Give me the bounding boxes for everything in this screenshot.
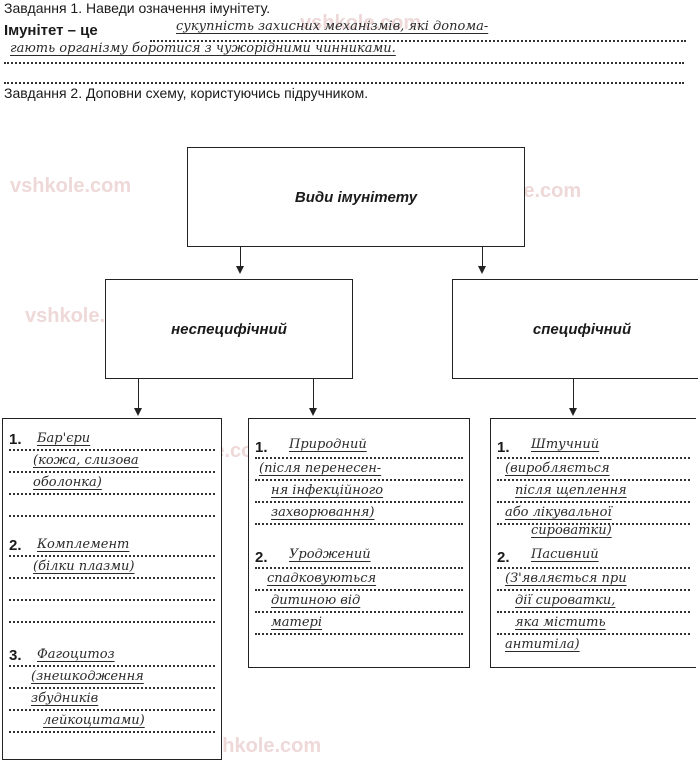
scheme-right-label: специфічний xyxy=(532,320,632,338)
item-number: 1. xyxy=(255,439,268,456)
scheme-left-label: неспецифічний xyxy=(171,320,287,338)
definition-answer-1: сукупність захисних механізмів, які допо… xyxy=(176,19,489,34)
scheme-top-box: Види імунітету xyxy=(187,147,525,247)
list-answer: дії сироватки, xyxy=(515,593,616,608)
scheme-top-label: Види імунітету xyxy=(294,188,418,206)
answer-line-3 xyxy=(4,82,684,84)
dotted-row xyxy=(9,597,215,601)
list-answer: (знешкодження xyxy=(31,669,144,684)
task1-label: Завдання 1. Наведи означення імунітету. xyxy=(4,0,271,16)
dotted-row xyxy=(255,609,463,613)
dotted-row xyxy=(255,499,463,503)
dotted-row xyxy=(497,477,690,481)
dotted-row xyxy=(497,521,690,525)
list-answer: лейкоцитами) xyxy=(43,713,145,728)
item-number: 1. xyxy=(497,439,510,456)
arrow-down-icon xyxy=(478,266,486,274)
list-answer: Бар'єри xyxy=(37,431,91,446)
arrow-down-icon xyxy=(569,408,577,416)
dotted-row xyxy=(9,619,215,623)
list-answer: (виробляється xyxy=(505,461,610,476)
item-number: 1. xyxy=(9,431,22,448)
item-number: 3. xyxy=(9,647,22,664)
dotted-row xyxy=(9,685,215,689)
list-answer: оболонка) xyxy=(33,475,102,490)
list-box-specific-artificial: 1. Штучний (виробляється після щеплення … xyxy=(490,418,696,668)
list-answer: сироватки) xyxy=(531,523,612,538)
dotted-row xyxy=(497,609,690,613)
list-answer: антитіла) xyxy=(505,637,580,652)
dotted-row xyxy=(9,663,215,667)
dotted-row xyxy=(9,729,215,733)
list-answer: (З'являється при xyxy=(505,571,627,586)
dotted-row xyxy=(255,631,463,635)
answer-line-2 xyxy=(4,62,684,64)
list-answer: спадковуються xyxy=(267,571,377,586)
watermark: vshkole.com xyxy=(10,175,132,197)
dotted-row xyxy=(255,587,463,591)
connector-line xyxy=(240,247,241,267)
answer-line-1 xyxy=(150,40,686,42)
dotted-row xyxy=(497,631,690,635)
dotted-row xyxy=(497,565,690,569)
list-answer: захворювання) xyxy=(271,505,375,520)
arrow-down-icon xyxy=(309,408,317,416)
item-number: 2. xyxy=(497,549,510,566)
item-number: 2. xyxy=(9,537,22,554)
list-answer: збудників xyxy=(31,691,99,706)
scheme-right-box: специфічний xyxy=(452,279,698,379)
list-answer: матері xyxy=(271,615,323,630)
dotted-row xyxy=(9,707,215,711)
dotted-row xyxy=(497,499,690,503)
connector-line xyxy=(482,247,483,267)
dotted-row xyxy=(497,455,690,459)
list-box-nonspecific-1: 1. Бар'єри (кожа, слизова оболонка) 2. К… xyxy=(2,418,222,760)
definition-answer-2: гають організму боротися з чужорідними ч… xyxy=(10,41,396,56)
scheme-left-box: неспецифічний xyxy=(105,279,353,379)
connector-line xyxy=(573,379,574,409)
list-answer: (після перенесен- xyxy=(259,461,382,476)
dotted-row xyxy=(497,587,690,591)
list-answer: Уроджений xyxy=(289,547,371,562)
dotted-row xyxy=(9,447,215,451)
watermark: vshkole.com xyxy=(200,735,322,757)
connector-line xyxy=(313,379,314,409)
dotted-row xyxy=(255,521,463,525)
connector-line xyxy=(138,379,139,409)
list-answer: дитиною від xyxy=(271,593,361,608)
list-answer: Фагоцитоз xyxy=(37,647,115,662)
arrow-down-icon xyxy=(134,408,142,416)
dotted-row xyxy=(255,477,463,481)
dotted-row xyxy=(255,455,463,459)
arrow-down-icon xyxy=(236,266,244,274)
dotted-row xyxy=(9,491,215,495)
item-number: 2. xyxy=(255,549,268,566)
list-answer: (білки плазми) xyxy=(33,559,135,574)
list-answer: яка містить xyxy=(515,615,606,630)
list-answer: після щеплення xyxy=(515,483,627,498)
list-box-specific-natural: 1. Природний (після перенесен- ня інфекц… xyxy=(248,418,470,668)
list-answer: Пасивний xyxy=(531,547,599,562)
list-answer: Штучний xyxy=(531,437,600,452)
list-answer: ня інфекційного xyxy=(271,483,384,498)
watermark: vshkole.com xyxy=(300,12,422,34)
list-answer: Комплемент xyxy=(37,537,130,552)
dotted-row xyxy=(9,553,215,557)
definition-label: Імунітет – це xyxy=(4,22,98,39)
dotted-row xyxy=(255,565,463,569)
list-answer: Природний xyxy=(289,437,367,452)
dotted-row xyxy=(9,575,215,579)
dotted-row xyxy=(9,469,215,473)
list-answer: (кожа, слизова xyxy=(33,453,139,468)
list-answer: або лікувальної xyxy=(505,505,612,520)
dotted-row xyxy=(9,513,215,517)
task2-label: Завдання 2. Доповни схему, користуючись … xyxy=(4,85,369,101)
